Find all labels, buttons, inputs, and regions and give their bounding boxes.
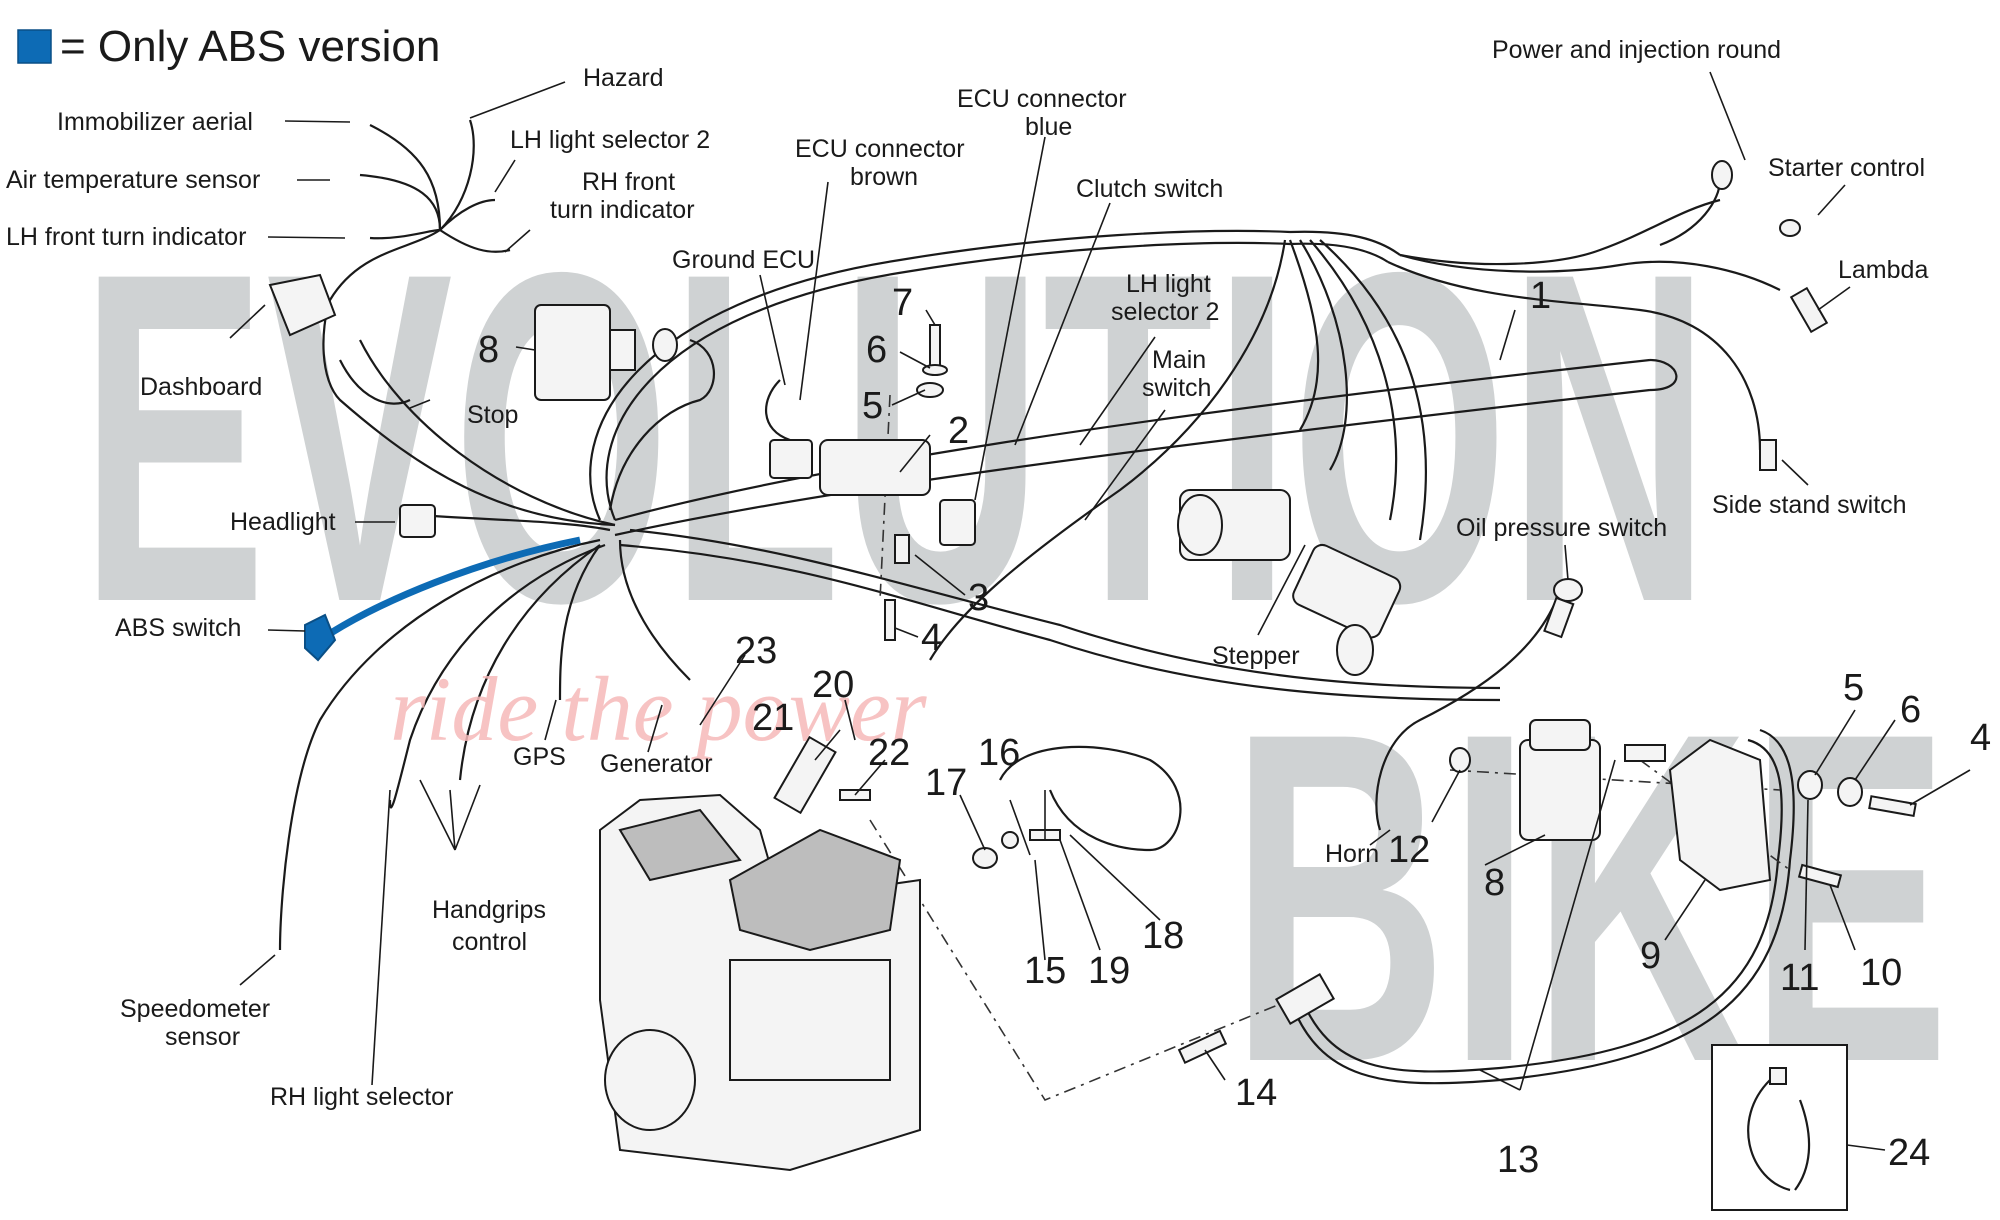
harness-wires [278, 119, 1795, 1085]
legend: = Only ABS version [17, 22, 440, 71]
label-rh-front-turn-indicator-l1: RH front [582, 168, 675, 196]
label-air-temperature-sensor: Air temperature sensor [6, 166, 260, 194]
label-speedometer-sensor: Speedometer sensor [120, 995, 277, 1051]
label-generator: Generator [600, 750, 713, 778]
label-main-switch-l2: switch [1142, 374, 1211, 402]
label-ecu-connector-brown-l1: ECU connector [795, 135, 965, 163]
abs-switch-connector [304, 613, 337, 662]
part-number-17: 17 [925, 762, 967, 804]
ignition-coil-8 [1449, 719, 1666, 841]
label-ground-ecu: Ground ECU [672, 246, 815, 274]
ecu-connector-blue [939, 499, 976, 546]
label-power-and-injection-round: Power and injection round [1492, 36, 1781, 64]
label-ecu-connector-blue-l2: blue [1025, 113, 1072, 141]
part-number-14: 14 [1235, 1072, 1277, 1114]
label-handgrips-control: Handgrips control [432, 896, 553, 956]
part-number-24: 24 [1888, 1132, 1930, 1174]
legend-text: = Only ABS version [60, 22, 440, 71]
dashboard-connector [268, 273, 337, 337]
part-number-7: 7 [892, 282, 913, 324]
label-main-switch: Main switch [1142, 346, 1213, 402]
part-number-2: 2 [948, 410, 969, 452]
label-stepper: Stepper [1212, 642, 1300, 670]
part-number-6b: 6 [1900, 689, 1921, 731]
callout-labels: Hazard Immobilizer aerial LH light selec… [6, 36, 1928, 1111]
label-rh-front-turn-indicator: RH front turn indicator [550, 168, 695, 224]
headlight-connector [399, 504, 436, 538]
label-lh-light-selector-2-top: LH light selector 2 [510, 126, 710, 154]
part-number-16: 16 [978, 732, 1020, 774]
watermark-slogan: ride the power [390, 658, 928, 760]
part-number-5a: 5 [862, 385, 883, 427]
label-dashboard: Dashboard [140, 373, 262, 401]
label-handgrips-control-l2: control [452, 928, 527, 956]
part-number-19: 19 [1088, 950, 1130, 992]
label-stop: Stop [467, 401, 518, 429]
part-number-12: 12 [1388, 829, 1430, 871]
label-rh-front-turn-indicator-l2: turn indicator [550, 196, 695, 224]
label-side-stand-switch: Side stand switch [1712, 491, 1907, 519]
label-ecu-connector-blue: ECU connector blue [957, 85, 1133, 141]
ecu-bracket-2 [819, 439, 931, 496]
part-number-8b: 8 [1484, 862, 1505, 904]
abs-switch-wire [318, 536, 581, 643]
label-clutch-switch: Clutch switch [1076, 175, 1223, 203]
part-number-20: 20 [812, 664, 854, 706]
label-handgrips-control-l1: Handgrips [432, 896, 546, 924]
leader-lines [229, 71, 1971, 1151]
part-number-22: 22 [868, 732, 910, 774]
label-headlight: Headlight [230, 508, 336, 536]
label-lh-light-selector-2-mid-l1: LH light [1126, 270, 1211, 298]
parts [268, 160, 1917, 1211]
part-number-5b: 5 [1843, 667, 1864, 709]
part-number-1: 1 [1530, 275, 1551, 317]
label-speedometer-sensor-l1: Speedometer [120, 995, 270, 1023]
label-main-switch-l1: Main [1152, 346, 1206, 374]
engine [599, 793, 921, 1172]
part-number-4a: 4 [921, 617, 942, 659]
label-hazard: Hazard [583, 64, 664, 92]
relay-8 [534, 304, 611, 401]
part-number-18: 18 [1142, 915, 1184, 957]
label-speedometer-sensor-l2: sensor [165, 1023, 240, 1051]
part-numbers: 1 2 3 4 4 5 5 6 6 7 8 8 9 10 11 12 13 14… [478, 275, 1991, 1181]
label-immobilizer-aerial: Immobilizer aerial [57, 108, 253, 136]
label-ecu-connector-blue-l1: ECU connector [957, 85, 1127, 113]
part-number-23: 23 [735, 630, 777, 672]
label-rh-light-selector: RH light selector [270, 1083, 453, 1111]
throttle-body [1177, 489, 1402, 676]
part-number-11: 11 [1780, 957, 1819, 999]
label-ecu-connector-brown-l2: brown [850, 163, 918, 191]
part-number-6a: 6 [866, 329, 887, 371]
part-number-13: 13 [1497, 1139, 1539, 1181]
label-lh-light-selector-2-mid: LH light selector 2 [1111, 270, 1219, 326]
abs-legend-swatch [17, 29, 52, 64]
label-lambda: Lambda [1838, 256, 1928, 284]
label-oil-pressure-switch: Oil pressure switch [1456, 514, 1667, 542]
ecu-connector-brown [769, 439, 813, 479]
label-lh-front-turn-indicator: LH front turn indicator [6, 223, 246, 251]
part-number-8a: 8 [478, 329, 499, 371]
bracket-9 [1668, 738, 1772, 892]
part-number-3: 3 [968, 577, 989, 619]
label-gps: GPS [513, 743, 566, 771]
part-number-21: 21 [752, 697, 794, 739]
label-horn: Horn [1325, 840, 1379, 868]
label-lh-light-selector-2-mid-l2: selector 2 [1111, 298, 1219, 326]
part-number-9: 9 [1640, 935, 1661, 977]
label-ecu-connector-brown: ECU connector brown [795, 135, 971, 191]
part-number-15: 15 [1024, 950, 1066, 992]
part-number-4b: 4 [1970, 717, 1991, 759]
label-abs-switch: ABS switch [115, 614, 241, 642]
label-starter-control: Starter control [1768, 154, 1925, 182]
part-number-10: 10 [1860, 952, 1902, 994]
